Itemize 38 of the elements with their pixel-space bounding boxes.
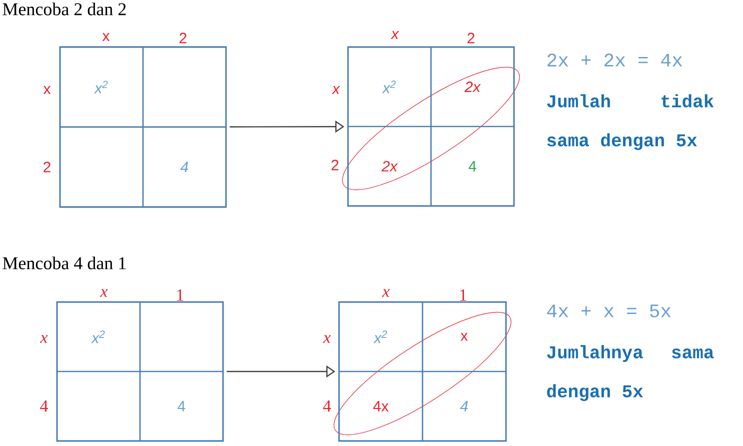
dimension-label: x xyxy=(323,335,331,343)
dimension-label: x xyxy=(102,33,110,41)
dimension-label: x xyxy=(43,86,51,94)
grid-cell: x$^{2}$ xyxy=(338,301,424,372)
heading: Mencoba 2 dan 2 xyxy=(2,2,126,16)
dimension-label: x xyxy=(100,289,108,297)
dimension-label: x xyxy=(390,31,400,39)
grid-cell: 4 xyxy=(430,126,515,207)
dimension-label: 2 xyxy=(44,162,50,172)
dimension-label: x xyxy=(332,86,340,94)
dimension-label: 4 xyxy=(323,400,331,412)
grid-cell: x xyxy=(422,301,507,372)
grid-cell xyxy=(142,46,227,128)
equation: 4x + x = 5x xyxy=(547,304,671,318)
conclusion-text: Jumlahnya sama dengan 5x xyxy=(547,345,714,402)
grid-cell: 2x xyxy=(347,126,432,207)
grid-cell xyxy=(59,126,144,208)
equation: 2x + 2x = 4x xyxy=(548,54,682,66)
dimension-label: 4 xyxy=(40,400,48,412)
grid-cell xyxy=(56,370,141,442)
dimension-label: 1 xyxy=(460,289,466,301)
grid-cell: 2x xyxy=(430,46,515,128)
dimension-label: x xyxy=(382,289,390,297)
grid-cell: x$^{2}$ xyxy=(59,46,144,128)
dimension-label: 2 xyxy=(332,160,338,170)
grid-cell: 4x xyxy=(338,370,424,442)
grid-cell xyxy=(139,301,224,372)
grid-cell: 4 xyxy=(422,370,507,442)
conclusion-text: Jumlah tidak sama dengan 5x xyxy=(547,94,714,150)
grid-cell: 4 xyxy=(139,370,224,442)
grid-cell: x$^{2}$ xyxy=(347,46,432,128)
dimension-label: 2 xyxy=(468,32,474,44)
dimension-label: 2 xyxy=(180,32,186,44)
dimension-label: 1 xyxy=(177,289,184,301)
grid-cell: x$^{2}$ xyxy=(56,301,141,372)
grid-cell: 4 xyxy=(142,126,227,208)
heading: Mencoba 4 dan 1 xyxy=(2,256,126,270)
dimension-label: x xyxy=(40,335,48,343)
